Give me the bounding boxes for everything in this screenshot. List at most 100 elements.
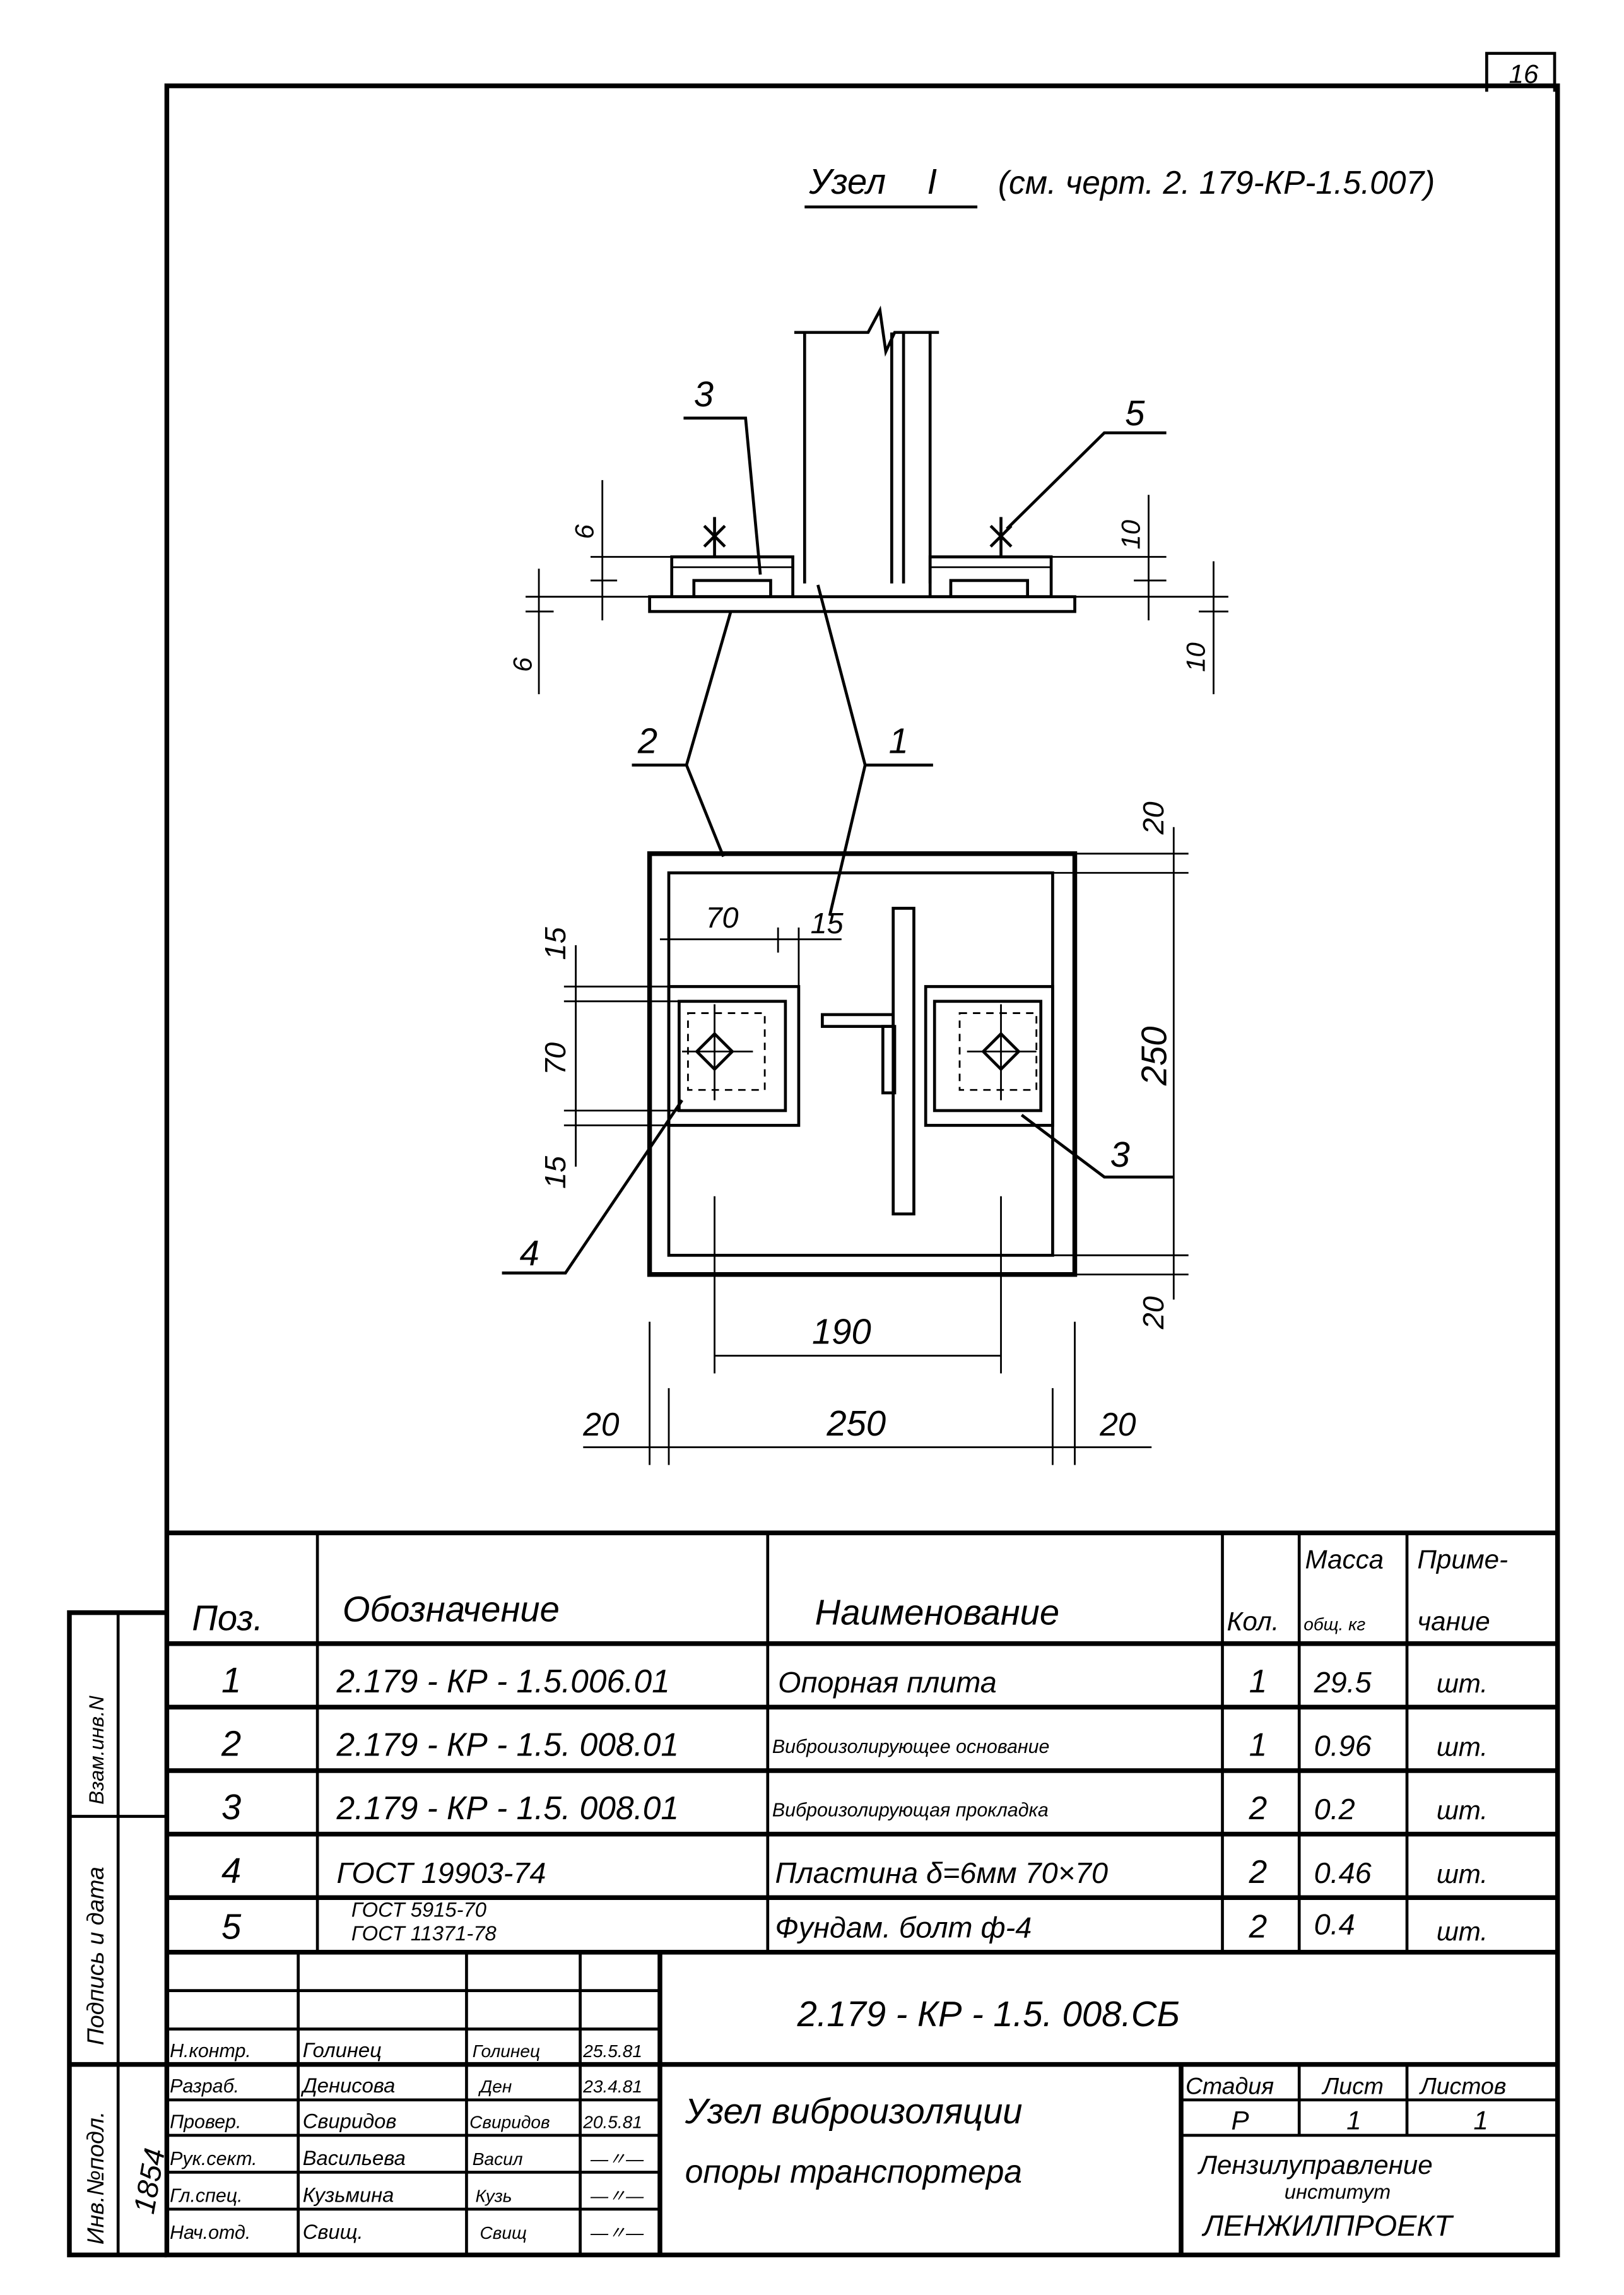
svg-text:3: 3	[694, 374, 714, 414]
svg-text:шт.: шт.	[1437, 1668, 1488, 1698]
title-line-2: опоры транспортера	[685, 2153, 1022, 2190]
svg-text:70: 70	[706, 901, 739, 934]
svg-text:ГОСТ 11371-78: ГОСТ 11371-78	[351, 1921, 497, 1945]
svg-text:Свиридов: Свиридов	[303, 2109, 397, 2132]
svg-text:6: 6	[570, 524, 599, 539]
svg-text:общ. кг: общ. кг	[1303, 1615, 1365, 1634]
svg-text:29.5: 29.5	[1314, 1666, 1372, 1699]
svg-text:Провер.: Провер.	[170, 2111, 241, 2132]
svg-text:Гл.спец.: Гл.спец.	[170, 2185, 242, 2206]
svg-text:Приме-: Приме-	[1417, 1544, 1508, 1574]
svg-text:Лензилуправление: Лензилуправление	[1197, 2150, 1433, 2180]
svg-text:20.5.81: 20.5.81	[582, 2112, 642, 2132]
svg-text:Опорная плита: Опорная плита	[778, 1666, 997, 1699]
svg-text:—〃—: —〃—	[590, 2186, 644, 2205]
title-line-1: Узел виброизоляции	[685, 2091, 1023, 2131]
svg-text:Свищ.: Свищ.	[303, 2220, 363, 2243]
svg-text:20: 20	[582, 1406, 620, 1442]
svg-text:шт.: шт.	[1437, 1916, 1488, 1946]
svg-text:1: 1	[221, 1660, 241, 1700]
svg-text:Наименование: Наименование	[815, 1592, 1059, 1632]
spec-row-4: 4 ГОСТ 19903-74 Пластина δ=6мм 70×70 2 0…	[221, 1851, 1488, 1891]
svg-text:(см. черт. 2. 179-КР-1.5.007): (см. черт. 2. 179-КР-1.5.007)	[998, 164, 1435, 201]
signatory-row: Провер. Свиридов Свиридов 20.5.81	[170, 2109, 642, 2132]
svg-text:2: 2	[1249, 1908, 1268, 1944]
elevation-view: 3 5 6 6 10 10	[507, 305, 1228, 695]
svg-text:2: 2	[221, 1724, 241, 1764]
svg-text:Листов: Листов	[1419, 2072, 1506, 2099]
svg-text:Денисова: Денисова	[300, 2074, 396, 2097]
svg-text:0.4: 0.4	[1314, 1908, 1355, 1941]
side-stamp: Взам.инв.N Подпись и дата Инв.№подл. 185…	[67, 1610, 171, 2258]
svg-text:0.2: 0.2	[1314, 1793, 1355, 1826]
svg-text:10: 10	[1180, 642, 1210, 672]
svg-text:6: 6	[507, 657, 537, 672]
svg-text:Рук.сект.: Рук.сект.	[170, 2148, 257, 2169]
svg-text:Виброизолирующая прокладка: Виброизолирующая прокладка	[772, 1800, 1049, 1821]
svg-text:Свиридов: Свиридов	[469, 2112, 550, 2132]
signatory-row: Разраб. Денисова Ден 23.4.81	[170, 2074, 642, 2097]
svg-text:Разраб.: Разраб.	[170, 2075, 239, 2097]
node-title: Узел I (см. черт. 2. 179-КР-1.5.007)	[804, 162, 1435, 209]
spec-row-5: 5 ГОСТ 5915-70 ГОСТ 11371-78 Фундам. бол…	[221, 1898, 1488, 1947]
svg-text:Пластина δ=6мм 70×70: Пластина δ=6мм 70×70	[775, 1856, 1108, 1889]
svg-text:20: 20	[1137, 1296, 1170, 1330]
svg-text:Взам.инв.N: Взам.инв.N	[85, 1696, 108, 1805]
svg-text:Р: Р	[1232, 2106, 1249, 2135]
signatory-row: Рук.сект. Васильева Васил —〃—	[170, 2146, 644, 2169]
svg-text:Стадия: Стадия	[1186, 2072, 1274, 2099]
svg-text:0.46: 0.46	[1314, 1856, 1372, 1889]
plan-view: 4 3 70 15 15 70 15 20 250 20 190	[502, 801, 1189, 1465]
svg-text:шт.: шт.	[1437, 1795, 1488, 1825]
svg-text:Голинец: Голинец	[303, 2038, 382, 2062]
svg-text:1: 1	[1346, 2106, 1361, 2135]
svg-text:Свищ: Свищ	[480, 2223, 527, 2243]
svg-text:15: 15	[539, 1155, 572, 1189]
svg-text:Обозначение: Обозначение	[343, 1590, 560, 1629]
svg-text:Голинец: Голинец	[473, 2041, 540, 2061]
svg-text:Фундам. болт ф-4: Фундам. болт ф-4	[775, 1911, 1032, 1944]
svg-text:2: 2	[1249, 1790, 1268, 1826]
svg-text:2: 2	[1249, 1853, 1268, 1890]
svg-text:250: 250	[1134, 1027, 1174, 1087]
spec-row-1: 1 2.179 - КР - 1.5.006.01 Опорная плита …	[221, 1660, 1488, 1700]
document-code: 2.179 - КР - 1.5. 008.СБ	[797, 1994, 1180, 2034]
svg-text:ГОСТ 19903-74: ГОСТ 19903-74	[337, 1856, 546, 1889]
svg-text:4: 4	[520, 1234, 539, 1273]
svg-text:25.5.81: 25.5.81	[582, 2041, 642, 2061]
svg-text:Нач.отд.: Нач.отд.	[170, 2222, 250, 2243]
svg-text:I: I	[927, 162, 938, 201]
svg-text:1: 1	[889, 721, 909, 761]
svg-text:ЛЕНЖИЛПРОЕКТ: ЛЕНЖИЛПРОЕКТ	[1201, 2209, 1454, 2242]
spec-table: Поз. Обозначение Наименование Кол. Масса…	[167, 1530, 1558, 1955]
svg-text:шт.: шт.	[1437, 1859, 1488, 1889]
svg-text:4: 4	[221, 1851, 241, 1891]
svg-text:—〃—: —〃—	[590, 2223, 644, 2243]
spec-header: Поз. Обозначение Наименование Кол. Масса…	[192, 1544, 1508, 1637]
svg-text:институт: институт	[1285, 2180, 1391, 2204]
svg-text:чание: чание	[1417, 1607, 1490, 1636]
svg-text:190: 190	[812, 1312, 871, 1352]
svg-text:Виброизолирующее основание: Виброизолирующее основание	[772, 1736, 1050, 1757]
svg-text:Масса: Масса	[1305, 1544, 1384, 1574]
svg-text:1: 1	[1473, 2106, 1488, 2135]
svg-text:Поз.: Поз.	[192, 1598, 263, 1638]
svg-text:10: 10	[1115, 519, 1145, 549]
svg-text:20: 20	[1099, 1406, 1136, 1442]
callouts-1-2: 2 1	[632, 584, 933, 916]
signatory-row: Гл.спец. Кузьмина Кузь —〃—	[170, 2183, 644, 2206]
svg-text:15: 15	[539, 926, 572, 960]
svg-text:2.179 - КР - 1.5. 008.01: 2.179 - КР - 1.5. 008.01	[336, 1790, 680, 1826]
svg-text:15: 15	[811, 907, 844, 940]
svg-text:Лист: Лист	[1322, 2072, 1384, 2099]
svg-text:ГОСТ 5915-70: ГОСТ 5915-70	[351, 1898, 486, 1921]
spec-row-3: 3 2.179 - КР - 1.5. 008.01 Виброизолирую…	[221, 1787, 1488, 1827]
svg-text:5: 5	[221, 1907, 242, 1947]
svg-text:Инв.№подл.: Инв.№подл.	[82, 2111, 109, 2245]
bolt-mark-right	[989, 517, 1013, 557]
signatory-row: Н.контр. Голинец Голинец 25.5.81	[170, 2038, 642, 2062]
svg-text:2.179 - КР - 1.5. 008.01: 2.179 - КР - 1.5. 008.01	[336, 1726, 680, 1763]
svg-text:Васильева: Васильева	[303, 2146, 406, 2169]
svg-text:Н.контр.: Н.контр.	[170, 2040, 251, 2062]
